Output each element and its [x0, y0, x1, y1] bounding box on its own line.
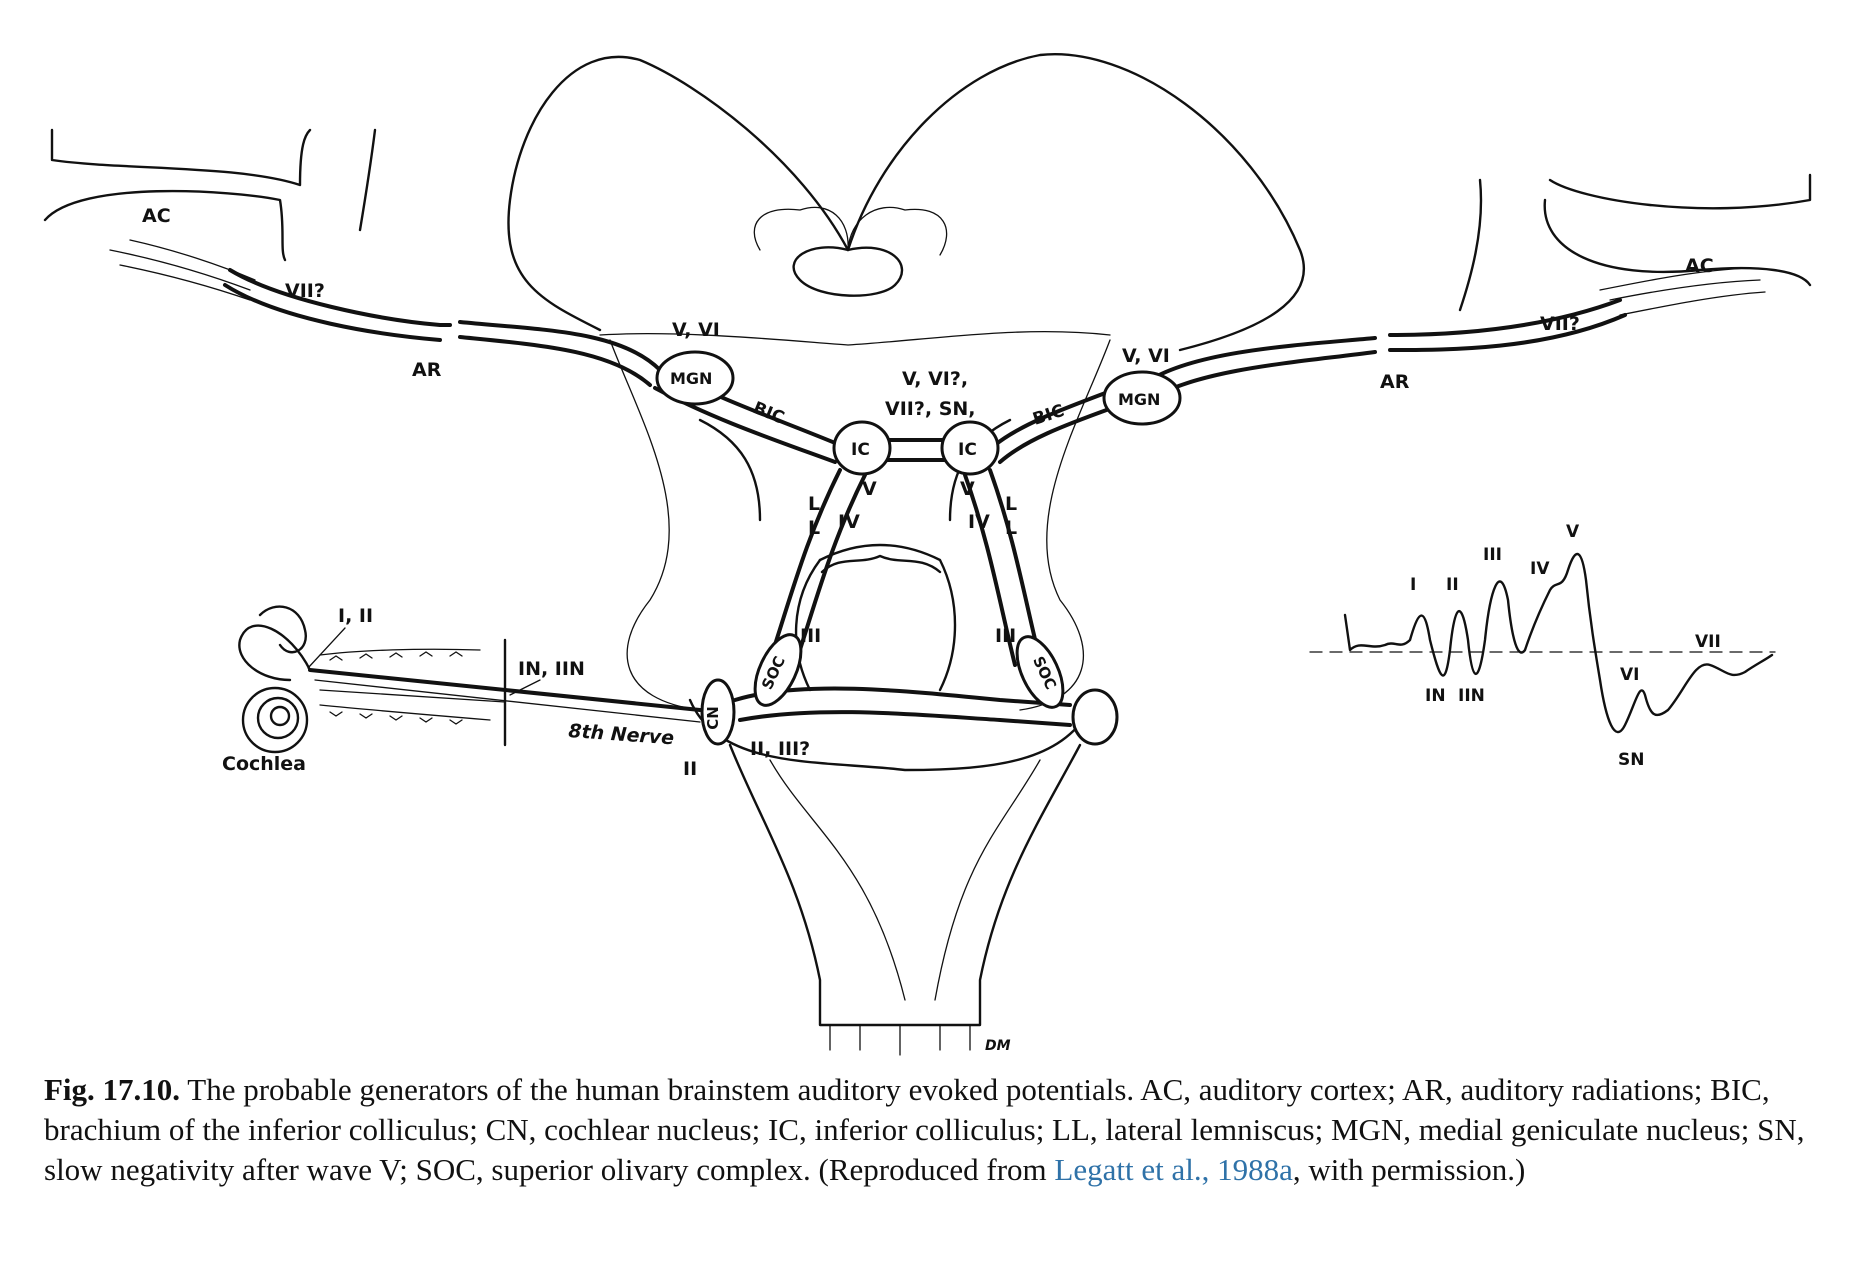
nuclei [655, 350, 1182, 746]
waveform-trace [1343, 552, 1774, 734]
ii-label: II [683, 758, 697, 780]
ic-right-node [940, 420, 1000, 476]
wave-sn-label: SN [1618, 750, 1644, 770]
auditory-pathways [223, 268, 1627, 727]
vii-left-label: VII? [285, 280, 325, 302]
ll-right-label-1: L [1005, 493, 1017, 515]
ll-right-label-2: L [1005, 517, 1017, 539]
caption-text: The probable generators of the human bra… [44, 1072, 1805, 1187]
bic-left-label: BIC [750, 398, 787, 428]
wave-i-label: I [1410, 575, 1416, 595]
iv-right-label: IV [968, 511, 990, 533]
ic-right-label: IC [958, 440, 977, 460]
in-iin-label: IN, IIN [518, 658, 585, 680]
reference-link[interactable]: Legatt et al., 1988a [1054, 1152, 1293, 1187]
auditory-cortex [43, 128, 1812, 316]
iv-left-label: IV [838, 511, 860, 533]
wave-ii-label: II [1446, 575, 1459, 595]
ll-left-label-1: L [808, 493, 820, 515]
ll-left-label-2: L [808, 517, 820, 539]
wave-iii-label: III [1483, 545, 1502, 565]
figure-caption: Fig. 17.10. The probable generators of t… [44, 1070, 1824, 1190]
soc-right-node [1015, 635, 1065, 709]
mgn-left-label: MGN [670, 369, 712, 388]
mgn-right-node [1102, 370, 1182, 426]
wave-vi-label: VI [1620, 665, 1639, 685]
center-label-2: VII?, SN, [885, 398, 976, 420]
ii-iii-label: II, III? [750, 738, 810, 760]
wave-vii-label: VII [1695, 632, 1721, 652]
iii-left-label: III [800, 625, 821, 647]
ar-right-label: AR [1380, 371, 1410, 393]
cochlea-label: Cochlea [222, 753, 306, 775]
wave-in-label: IN [1425, 686, 1446, 706]
caption-tail: , with permission.) [1292, 1152, 1526, 1187]
cerebral-hemispheres [507, 53, 1306, 352]
signature-label: DM [985, 1038, 1011, 1054]
brainstem [599, 330, 1119, 1056]
mgn-right-label: MGN [1118, 390, 1160, 409]
wave-iv-label: IV [1530, 559, 1550, 579]
v-left-label: V [862, 478, 877, 500]
center-label-1: V, VI?, [902, 368, 968, 390]
ac-left-label: AC [142, 205, 171, 227]
ic-left-label: IC [851, 440, 870, 460]
cn-node [700, 678, 736, 746]
wave-v-label: V [1566, 522, 1580, 542]
mgn-left-node [655, 350, 735, 406]
vvi-left-label: V, VI [672, 319, 720, 341]
iii-right-label: III [995, 625, 1016, 647]
soc-left-node [753, 633, 803, 707]
i-ii-label: I, II [338, 605, 373, 627]
vii-right-label: VII? [1540, 313, 1580, 335]
ar-left-label: AR [412, 359, 442, 381]
vvi-right-label: V, VI [1122, 345, 1170, 367]
cn-label: CN [704, 706, 722, 730]
wave-iin-label: IIN [1458, 686, 1485, 706]
ac-right-label: AC [1685, 255, 1714, 277]
v-right-label: V [960, 478, 975, 500]
baep-waveform: I II III IV V IN IIN VI VII SN [1309, 522, 1776, 770]
figure-number: Fig. 17.10. [44, 1072, 181, 1107]
eighth-nerve-label: 8th Nerve [568, 720, 675, 749]
ic-left-node [832, 420, 892, 476]
cochlea [238, 605, 541, 754]
